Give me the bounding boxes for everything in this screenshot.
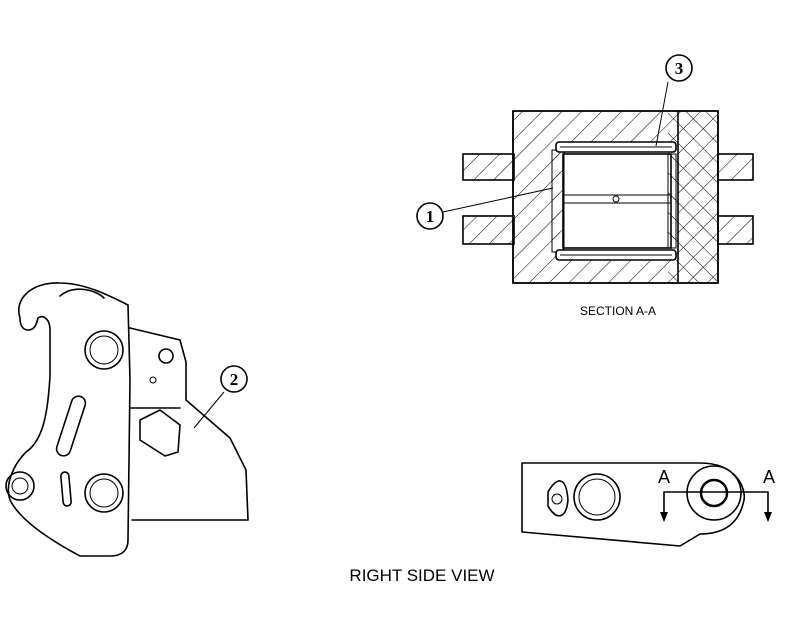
section-cut-line: A A [658, 467, 775, 522]
callout-1-label: 1 [426, 207, 435, 226]
lower-right-view: A A [521, 462, 775, 547]
back-plate [129, 327, 249, 521]
callout-2: 2 [193, 365, 248, 429]
upper-pin-hole [84, 330, 124, 370]
pivot-boss [686, 465, 742, 521]
rod-right-upper [717, 153, 754, 181]
linkage-view: 2 [5, 282, 249, 557]
callout-1: 1 [416, 187, 554, 230]
small-slot [60, 471, 72, 507]
section-title: SECTION A-A [580, 304, 656, 318]
callout-3: 3 [655, 54, 693, 147]
view-title: RIGHT SIDE VIEW [349, 566, 494, 585]
bushing [551, 149, 677, 253]
diagonal-slot [55, 395, 87, 457]
lower-pin-hole [84, 473, 124, 513]
rod-left-lower [462, 215, 515, 245]
seal-bottom [555, 249, 677, 261]
section-mark-right: A [763, 467, 775, 487]
section-a-a-view: 3 1 SECTION A-A [416, 54, 754, 318]
rod-right-lower [717, 215, 754, 245]
seal-top [555, 141, 677, 153]
hook-plate [7, 282, 131, 557]
callout-3-label: 3 [675, 59, 684, 78]
section-mark-left: A [658, 467, 670, 487]
left-pin [5, 471, 35, 501]
callout-2-label: 2 [230, 370, 239, 389]
rod-left-upper [462, 153, 515, 181]
